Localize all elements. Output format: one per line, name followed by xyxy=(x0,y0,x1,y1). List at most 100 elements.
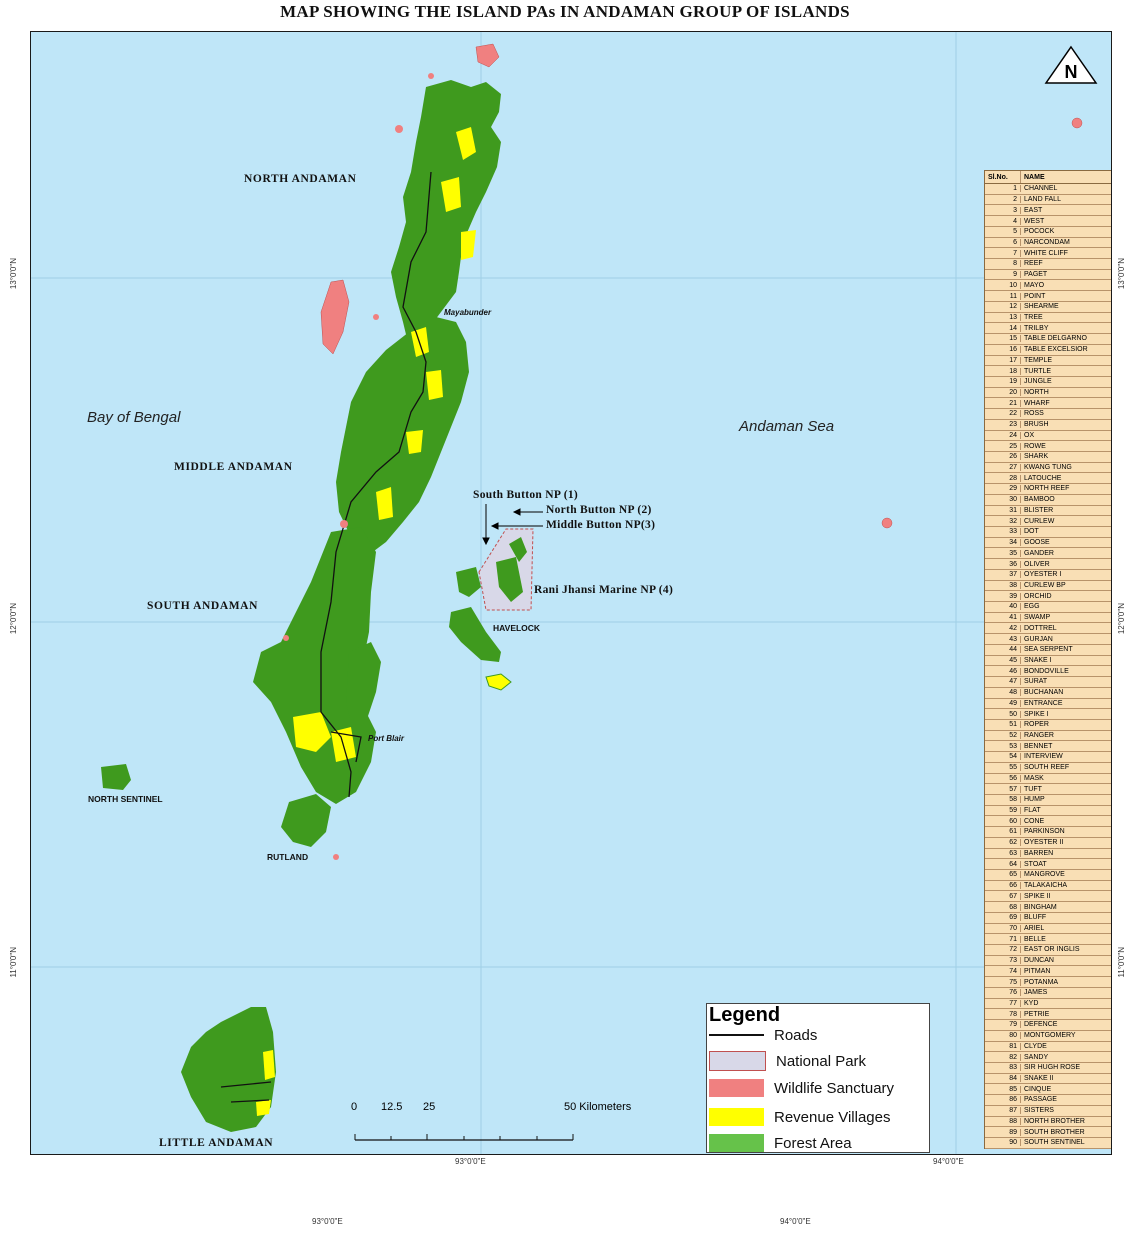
row-number: 41 xyxy=(985,614,1021,622)
row-number: 46 xyxy=(985,667,1021,675)
row-island-name: ROPER xyxy=(1024,721,1049,729)
row-island-name: SHARK xyxy=(1024,453,1049,461)
wildlife-sanctuary-islets xyxy=(283,73,434,860)
row-number: 33 xyxy=(985,528,1021,536)
row-number: 74 xyxy=(985,967,1021,975)
row-number: 81 xyxy=(985,1042,1021,1050)
row-number: 17 xyxy=(985,356,1021,364)
row-island-name: SANDY xyxy=(1024,1053,1049,1061)
label-rutland: RUTLAND xyxy=(267,852,309,862)
row-number: 70 xyxy=(985,924,1021,932)
row-island-name: MANGROVE xyxy=(1024,871,1065,879)
row-number: 31 xyxy=(985,506,1021,514)
coord-x-93-inner: 93°0'0"E xyxy=(455,1157,486,1166)
scale-tick-25: 25 xyxy=(423,1101,436,1113)
legend-label: National Park xyxy=(776,1052,867,1070)
coord-y-11-right: 11°0'0"N xyxy=(1117,947,1126,978)
legend-title: Legend xyxy=(709,1004,781,1026)
np-island-2 xyxy=(496,557,523,602)
row-island-name: TABLE EXCELSIOR xyxy=(1024,346,1088,354)
row-number: 52 xyxy=(985,732,1021,740)
np-pointer-arrows xyxy=(482,504,543,546)
row-number: 85 xyxy=(985,1085,1021,1093)
row-island-name: TALAKAICHA xyxy=(1024,882,1068,890)
row-island-name: NORTH REEF xyxy=(1024,485,1070,493)
row-number: 55 xyxy=(985,764,1021,772)
neil-island xyxy=(456,567,481,597)
row-number: 72 xyxy=(985,946,1021,954)
row-number: 66 xyxy=(985,882,1021,890)
row-number: 57 xyxy=(985,785,1021,793)
row-number: 51 xyxy=(985,721,1021,729)
row-number: 62 xyxy=(985,839,1021,847)
legend-item-revenue-villages: Revenue Villages xyxy=(707,1106,890,1128)
row-island-name: CHANNEL xyxy=(1024,185,1058,193)
row-number: 90 xyxy=(985,1139,1021,1147)
row-number: 75 xyxy=(985,978,1021,986)
row-number: 49 xyxy=(985,699,1021,707)
row-number: 13 xyxy=(985,313,1021,321)
roads-swatch xyxy=(709,1034,764,1036)
coord-x-94-outer: 94°0'0"E xyxy=(780,1217,811,1226)
row-number: 64 xyxy=(985,860,1021,868)
row-number: 22 xyxy=(985,410,1021,418)
label-north-andaman: NORTH ANDAMAN xyxy=(244,173,357,185)
row-island-name: OLIVER xyxy=(1024,560,1050,568)
row-island-name: TABLE DELGARNO xyxy=(1024,335,1087,343)
row-number: 2 xyxy=(985,196,1021,204)
row-number: 65 xyxy=(985,871,1021,879)
row-island-name: SEA SERPENT xyxy=(1024,646,1073,654)
row-number: 18 xyxy=(985,367,1021,375)
row-number: 16 xyxy=(985,346,1021,354)
row-number: 15 xyxy=(985,335,1021,343)
row-number: 19 xyxy=(985,378,1021,386)
row-island-name: OYESTER I xyxy=(1024,571,1062,579)
header-slno: Sl.No. xyxy=(985,171,1021,183)
row-island-name: PETRIE xyxy=(1024,1010,1050,1018)
row-island-name: WHITE CLIFF xyxy=(1024,249,1068,257)
wildlife-sanctuary-swatch xyxy=(709,1079,764,1097)
row-number: 32 xyxy=(985,517,1021,525)
row-island-name: SISTERS xyxy=(1024,1107,1054,1115)
north-arrow-icon: N xyxy=(1044,45,1098,84)
row-island-name: SHEARME xyxy=(1024,303,1059,311)
legend-label: Revenue Villages xyxy=(774,1108,891,1126)
row-island-name: SPIKE II xyxy=(1024,892,1051,900)
row-number: 79 xyxy=(985,1021,1021,1029)
row-number: 80 xyxy=(985,1032,1021,1040)
row-island-name: ORCHID xyxy=(1024,592,1052,600)
row-number: 54 xyxy=(985,753,1021,761)
row-island-name: KYD xyxy=(1024,999,1039,1007)
row-number: 45 xyxy=(985,656,1021,664)
row-island-name: CONE xyxy=(1024,817,1045,825)
scale-tick-50: 50 Kilometers xyxy=(564,1101,632,1113)
label-north-button: North Button NP (2) xyxy=(546,504,652,516)
row-island-name: TUFT xyxy=(1024,785,1042,793)
row-island-name: EAST xyxy=(1024,206,1043,214)
row-number: 26 xyxy=(985,453,1021,461)
row-number: 23 xyxy=(985,421,1021,429)
row-island-name: BLISTER xyxy=(1024,506,1054,514)
